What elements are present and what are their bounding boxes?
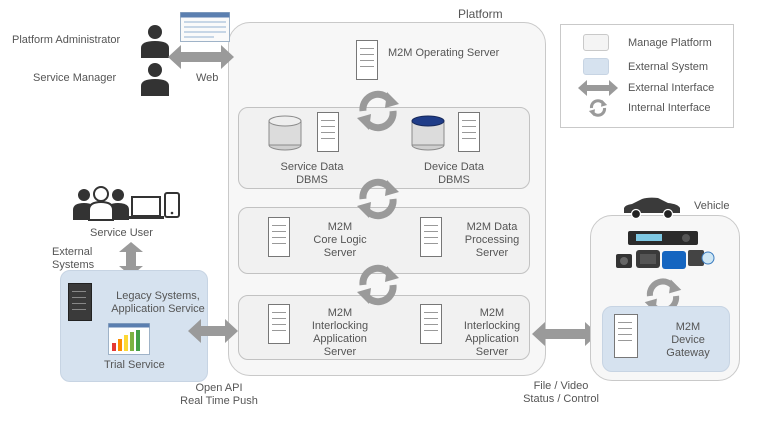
service-db-icon (268, 115, 302, 151)
trial-service-label: Trial Service (104, 359, 165, 371)
vehicle-label: Vehicle (694, 200, 730, 212)
legend-external-interface-icon (578, 80, 618, 96)
admin-label: Platform Administrator (12, 34, 121, 46)
legend-external-interface-label: External Interface (628, 82, 715, 94)
service-manager-person-icon (141, 63, 169, 96)
open-api-label: Open API Real Time Push (180, 382, 258, 407)
operating-server-icon (356, 40, 378, 80)
web-screenshot-icon (180, 12, 230, 42)
device-db-icon (411, 115, 445, 151)
core-logic-label: M2M Core Logic Server (313, 221, 367, 259)
interlocking-2-label: M2M Interlocking Application Server (463, 307, 521, 358)
file-video-label: File / Video Status / Control (523, 380, 599, 405)
service-dbms-label: Service Data DBMS (280, 161, 344, 186)
legend-manage-platform-swatch (583, 34, 609, 51)
interlocking-server-1-icon (268, 304, 290, 344)
internal-interface-icon (357, 264, 399, 306)
legend-external-system-label: External System (628, 61, 709, 73)
service-user-group-icon (73, 186, 129, 221)
legacy-systems-label: Legacy Systems, Application Service (111, 290, 205, 315)
device-db-server-icon (458, 112, 480, 152)
devices-icon (616, 231, 715, 269)
legend-internal-interface-label: Internal Interface (628, 102, 711, 114)
admin-person-icon (141, 25, 169, 58)
legend-internal-interface-icon (588, 99, 608, 117)
legacy-server-icon (68, 283, 92, 321)
legend-external-system-swatch (583, 58, 609, 75)
device-dbms-label: Device Data DBMS (424, 161, 484, 186)
trial-service-screenshot-icon (108, 323, 150, 355)
core-logic-server-icon (268, 217, 290, 257)
service-db-server-icon (317, 112, 339, 152)
service-user-label: Service User (90, 227, 153, 239)
open-api-arrow-icon (188, 319, 238, 343)
operating-server-label: M2M Operating Server (388, 47, 500, 59)
car-icon (624, 197, 680, 220)
internal-interface-icon (357, 90, 399, 132)
service-manager-label: Service Manager (33, 72, 117, 84)
interlocking-1-label: M2M Interlocking Application Server (311, 307, 369, 358)
external-systems-label: External Systems (52, 246, 95, 271)
internal-interface-icon (357, 178, 399, 220)
platform-title: Platform (458, 7, 503, 21)
file-video-arrow-icon (532, 322, 598, 346)
tablet-icon (164, 192, 180, 218)
legend-manage-platform-label: Manage Platform (628, 37, 712, 49)
data-processing-server-icon (420, 217, 442, 257)
data-processing-label: M2M Data Processing Server (464, 221, 520, 259)
laptop-icon (128, 196, 164, 219)
device-gateway-label: M2M Device Gateway (666, 321, 710, 359)
device-gateway-server-icon (614, 314, 638, 358)
web-arrow-icon (168, 45, 234, 69)
interlocking-server-2-icon (420, 304, 442, 344)
web-label: Web (196, 72, 219, 84)
service-user-arrow-icon (119, 242, 143, 276)
